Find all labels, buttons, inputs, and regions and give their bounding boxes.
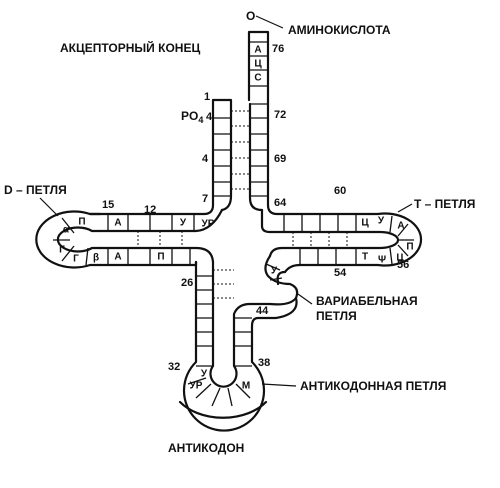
nucleotide-u: У <box>271 266 278 277</box>
position-number: 38 <box>258 357 270 369</box>
position-number: 32 <box>168 361 180 373</box>
nucleotide-g: Г <box>73 254 79 265</box>
nucleotide-beta: β <box>93 253 99 264</box>
position-number: 69 <box>274 153 286 165</box>
position-number: 60 <box>334 185 346 197</box>
nucleotide-p: П <box>78 217 85 228</box>
nucleotide-letters: А Ц С α П Г Г β А У УР А П Ц У А П Ц Ψ Т… <box>59 45 413 392</box>
nucleotide-alpha: α <box>63 225 70 236</box>
t-arm-top-strand <box>266 203 372 216</box>
d-loop-label: D – ПЕТЛЯ <box>4 183 67 197</box>
nucleotide-c: Ц <box>396 253 404 264</box>
amino-acid-label: АМИНОКИСЛОТА <box>288 23 391 37</box>
position-number: 12 <box>144 204 156 216</box>
nucleotide-c: Ц <box>361 218 369 229</box>
oxygen-label: O <box>246 9 255 23</box>
nucleotide-u: У <box>180 218 187 229</box>
nucleotide-c: Ц <box>254 59 262 70</box>
structure-labels: O АМИНОКИСЛОТА АКЦЕПТОРНЫЙ КОНЕЦ PO4 D –… <box>4 9 475 455</box>
position-number: 76 <box>272 43 284 55</box>
nucleotide-a: А <box>114 218 121 229</box>
position-number: 56 <box>397 259 409 271</box>
acceptor-overhang <box>247 30 270 106</box>
acceptor-end-label: АКЦЕПТОРНЫЙ КОНЕЦ <box>60 40 200 55</box>
acceptor-inner-3prime <box>248 102 264 212</box>
position-number: 7 <box>202 193 208 205</box>
position-number: 4 <box>202 153 209 165</box>
nucleotide-g: Г <box>59 245 65 256</box>
anticodon-bracket <box>178 400 268 419</box>
nucleotide-p: П <box>157 252 164 263</box>
position-number: 26 <box>181 277 193 289</box>
nucleotide-u: У <box>201 369 208 380</box>
variable-loop-label-line2: ПЕТЛЯ <box>316 309 357 323</box>
position-number: 54 <box>334 267 347 279</box>
nucleotide-ur: УР <box>202 219 215 230</box>
position-number: 15 <box>102 199 114 211</box>
variable-loop-connector <box>276 270 287 286</box>
d-arm-lower-inner <box>98 246 215 264</box>
d-loop-outer <box>35 210 102 269</box>
nucleotide-a: А <box>114 252 121 263</box>
t-arm-bottom-strand <box>283 263 372 274</box>
variable-loop-outer <box>250 296 298 352</box>
position-number: 4 <box>206 111 213 123</box>
nucleotide-a: А <box>397 221 404 232</box>
t-loop-label: T – ПЕТЛЯ <box>414 197 475 211</box>
acceptor-5prime-strand <box>98 102 215 216</box>
acceptor-5prime-cap <box>211 98 233 106</box>
nucleotide-t: Т <box>362 252 368 263</box>
position-number: 64 <box>274 197 287 209</box>
t-arm-lower-inner <box>268 246 372 258</box>
variable-loop-label-line1: ВАРИАБЕЛЬНАЯ <box>316 294 418 308</box>
d-arm-upper-inner <box>98 208 224 233</box>
nucleotide-c: С <box>254 73 261 84</box>
trna-backbone <box>35 30 423 432</box>
t-loop-inner <box>368 230 400 250</box>
nucleotide-m: М <box>242 381 250 392</box>
t-arm-upper-inner <box>260 208 372 234</box>
t-loop-outer <box>368 212 423 267</box>
nucleotide-p: П <box>406 242 413 253</box>
base-pairs <box>137 110 348 299</box>
nucleotide-ur: УР <box>190 381 203 392</box>
anticodon-label: АНТИКОДОН <box>168 441 244 455</box>
variable-loop-inner <box>232 254 299 352</box>
anticodon-loop-label: АНТИКОДОННАЯ ПЕТЛЯ <box>300 379 446 393</box>
acceptor-inner-5prime <box>220 102 233 212</box>
nucleotide-a: А <box>254 45 261 56</box>
phosphate-label: PO4 <box>181 109 203 125</box>
position-number: 1 <box>204 91 210 103</box>
nucleotide-psi: Ψ <box>378 255 386 266</box>
position-number: 44 <box>256 305 269 317</box>
anticodon-loop-inner <box>209 348 238 388</box>
position-number: 72 <box>274 109 286 121</box>
position-numbers: 1 4 4 7 12 15 26 32 38 44 54 56 60 64 69… <box>102 43 409 373</box>
nucleotide-u: У <box>378 216 385 227</box>
anticodon-loop-outer <box>182 348 266 432</box>
nucleotide-dividers <box>53 41 414 407</box>
